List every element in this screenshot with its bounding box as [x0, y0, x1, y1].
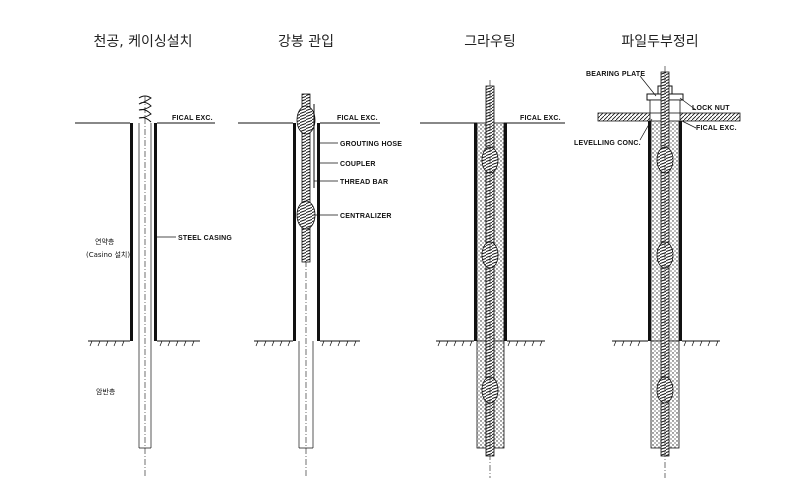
stage-4-title: 파일두부정리 — [621, 34, 698, 50]
steel-casing-label: STEEL CASING — [178, 235, 232, 242]
thread-bar — [301, 93, 311, 263]
centralizer-label: CENTRALIZER — [340, 213, 392, 220]
drill-spiral-icon — [138, 95, 152, 123]
bearing-plate-label: BEARING PLATE — [586, 71, 645, 78]
fical-exc-label-1: FICAL EXC. — [172, 115, 213, 122]
levelling-conc-label: LEVELLING CONC. — [574, 140, 641, 147]
lock-nut-label: LOCK NUT — [692, 105, 730, 112]
levelling-concrete — [597, 112, 651, 122]
soil-lower-label: 암반층 — [96, 387, 116, 396]
grouting-hose-label: GROUTING HOSE — [340, 141, 402, 148]
stage-1-title: 천공, 케이싱설치 — [93, 34, 192, 50]
thread-bar-label: THREAD BAR — [340, 179, 388, 186]
stage-4-drawing: BEARING PLATE LOCK NUT FICAL EXC. LEVELL… — [574, 66, 741, 478]
stage-2-title: 강봉 관입 — [278, 34, 334, 50]
stage-3-title: 그라우팅 — [464, 34, 516, 50]
soil-upper-label: 연약층 — [95, 237, 115, 246]
stage-2-drawing: FICAL EXC. GROUTING HOSE COUPLER THREAD … — [238, 93, 402, 478]
fical-exc-label-2: FICAL EXC. — [337, 115, 378, 122]
fical-exc-label-3: FICAL EXC. — [520, 115, 561, 122]
coupler-label: COUPLER — [340, 161, 376, 168]
stage-3-drawing: FICAL EXC. — [420, 80, 565, 478]
stage-1-drawing: FICAL EXC. STEEL CASING 연약층 (Casino 설치) … — [75, 95, 232, 478]
soil-upper-sub-label: (Casino 설치) — [86, 250, 130, 259]
fical-exc-label-4: FICAL EXC. — [696, 125, 737, 132]
